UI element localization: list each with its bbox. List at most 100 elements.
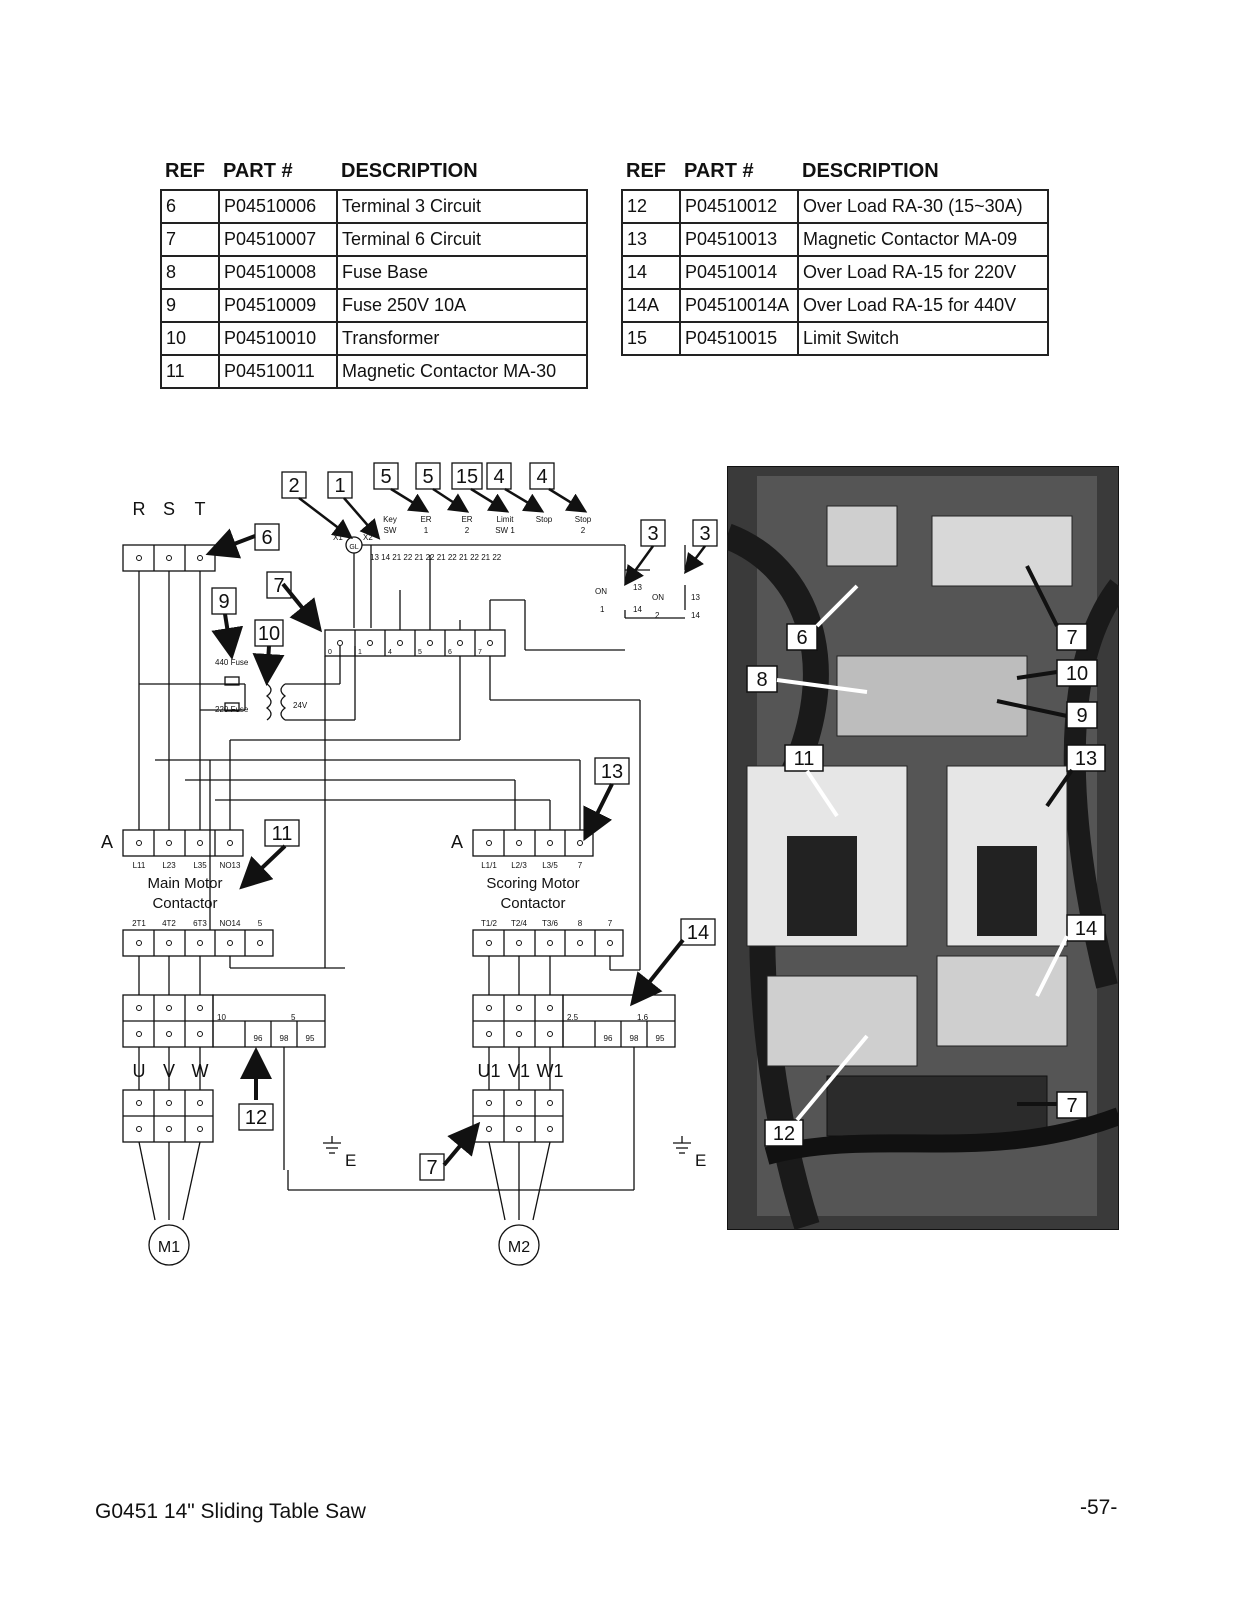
diagram-label: 2	[581, 526, 586, 535]
cell-desc: Over Load RA-15 for 440V	[797, 288, 1049, 323]
diagram-label: E	[695, 1151, 706, 1170]
cell-desc: Fuse Base	[336, 255, 588, 290]
terminal-dot	[516, 940, 522, 946]
terminal-dot	[486, 1005, 492, 1011]
diagram-label: 98	[280, 1034, 289, 1043]
terminal-dot	[397, 640, 403, 646]
terminal-dot	[427, 640, 433, 646]
diagram-label: L23	[162, 861, 176, 870]
photo-callout: 6	[796, 627, 807, 649]
diagram-label: Contactor	[500, 895, 565, 912]
diagram-label: 13	[691, 593, 700, 602]
terminal-dot	[547, 1100, 553, 1106]
cell-ref: 13	[621, 222, 681, 257]
diagram-label: T2/4	[511, 919, 528, 928]
photo-callout: 7	[1066, 1095, 1077, 1117]
diagram-label: 24V	[293, 701, 308, 710]
terminal-dot	[197, 1031, 203, 1037]
diagram-label: T3/6	[542, 919, 559, 928]
terminal-dot	[547, 1126, 553, 1132]
cell-desc: Transformer	[336, 321, 588, 356]
diagram-label: V1	[508, 1061, 530, 1081]
photo-callout: 10	[1066, 663, 1088, 685]
photo-callout: 14	[1075, 918, 1097, 940]
terminal-dot	[516, 840, 522, 846]
terminal-dot	[547, 840, 553, 846]
terminal-dot	[457, 640, 463, 646]
diagram-label: NO13	[220, 861, 241, 870]
photo-callout: 13	[1075, 748, 1097, 770]
cell-ref: 14	[621, 255, 681, 290]
terminal-dot	[547, 940, 553, 946]
terminal-dot	[577, 940, 583, 946]
terminal-dot	[166, 940, 172, 946]
terminal-dot	[166, 840, 172, 846]
diagram-label: 1	[600, 605, 605, 614]
cell-ref: 7	[160, 222, 220, 257]
diagram-callout: 3	[699, 523, 710, 545]
diagram-label: 1	[358, 649, 362, 656]
cell-ref: 12	[621, 189, 681, 224]
terminal-dot	[136, 1100, 142, 1106]
col-part: PART #	[684, 160, 754, 182]
diagram-label: ER	[420, 515, 431, 524]
diagram-callout: 14	[687, 922, 709, 944]
cell-part: P04510006	[218, 189, 338, 224]
diagram-label: Main Motor	[147, 875, 222, 892]
cell-desc: Over Load RA-30 (15~30A)	[797, 189, 1049, 224]
diagram-label: Stop	[536, 515, 553, 524]
diagram-label: 4T2	[162, 919, 176, 928]
diagram-callout: 7	[426, 1157, 437, 1179]
diagram-callout: 1	[334, 475, 345, 497]
terminal-dot	[486, 1100, 492, 1106]
diagram-label: 440 Fuse	[215, 658, 249, 667]
photo-callout: 12	[773, 1123, 795, 1145]
diagram-label: 10	[217, 1013, 226, 1022]
diagram-label: 13 14 21 22 21 22 21 22 21 22 21 22	[370, 553, 502, 562]
diagram-label: 2T1	[132, 919, 146, 928]
terminal-dot	[136, 555, 142, 561]
diagram-label: 7	[478, 649, 482, 656]
terminal-dot	[547, 1031, 553, 1037]
cell-part: P04510012	[679, 189, 799, 224]
diagram-label: 2.5	[567, 1013, 579, 1022]
diagram-label: R	[133, 499, 146, 519]
terminal-dot	[136, 1126, 142, 1132]
cell-desc: Magnetic Contactor MA-30	[336, 354, 588, 389]
terminal-dot	[227, 940, 233, 946]
diagram-label: L1/1	[481, 861, 497, 870]
terminal-dot	[197, 1126, 203, 1132]
diagram-label: X1	[333, 533, 343, 542]
diagram-label: Contactor	[152, 895, 217, 912]
col-desc: DESCRIPTION	[341, 160, 478, 182]
terminal-dot	[197, 1005, 203, 1011]
cell-part: P04510014A	[679, 288, 799, 323]
diagram-label: 4	[388, 649, 392, 656]
diagram-label: 8	[578, 919, 583, 928]
diagram-callout: 9	[218, 591, 229, 613]
diagram-label: L3/5	[542, 861, 558, 870]
terminal-dot	[486, 1126, 492, 1132]
diagram-label: L35	[193, 861, 207, 870]
diagram-label: Scoring Motor	[486, 875, 579, 892]
col-desc: DESCRIPTION	[802, 160, 939, 182]
photo-callout: 7	[1066, 627, 1077, 649]
diagram-label: 95	[656, 1034, 665, 1043]
terminal-dot	[257, 940, 263, 946]
cell-part: P04510015	[679, 321, 799, 356]
terminal-dot	[516, 1126, 522, 1132]
diagram-callout: 15	[456, 466, 478, 488]
diagram-callout: 4	[536, 466, 547, 488]
terminal-dot	[337, 640, 343, 646]
cell-part: P04510014	[679, 255, 799, 290]
diagram-label: 96	[254, 1034, 263, 1043]
diagram-label: ON	[652, 593, 664, 602]
diagram-callout: 7	[273, 575, 284, 597]
terminal-dot	[197, 840, 203, 846]
